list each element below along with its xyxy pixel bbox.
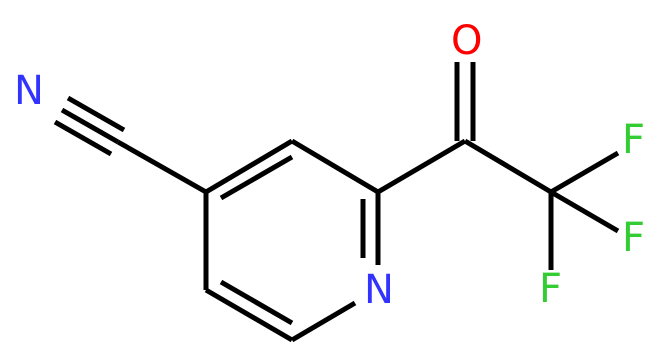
nitrile-nitrogen-label: N [14, 68, 44, 114]
bond-c2-carbonyl [376, 138, 467, 195]
bond-c-f2 [549, 189, 620, 234]
carbonyl-double-bond [454, 62, 476, 141]
carbonyl-oxygen-label: O [451, 18, 482, 64]
bond-carbonyl-cf3 [463, 138, 553, 195]
fluorine-label-3: F [539, 266, 562, 312]
nitrile-triple-bond [53, 95, 126, 157]
bond-c-f1 [549, 150, 620, 195]
fluorine-label-2: F [622, 215, 645, 261]
ring-nitrogen-label: N [364, 267, 394, 313]
bond-cn-c4 [116, 139, 208, 195]
pyridine-ring [203, 138, 381, 343]
fluorine-label-1: F [622, 117, 645, 163]
